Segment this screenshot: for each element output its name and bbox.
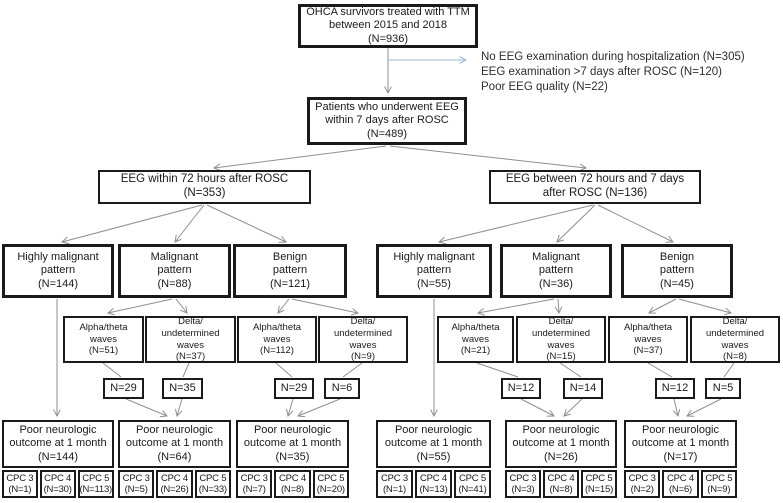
exclusion-list: No EEG examination during hospitalizatio…: [481, 50, 745, 94]
box-alpha-theta-benign-early: Alpha/theta waves (N=112): [237, 316, 317, 363]
cpc5-cell: CPC 5 (N=41): [454, 470, 491, 498]
cpc3-cell: CPC 3 (N=2): [624, 470, 661, 498]
cpc-group-malignant-late: CPC 3 (N=3) CPC 4 (N=8) CPC 5 (N=15): [505, 470, 617, 498]
count-alpha-malignant-early: N=29: [103, 378, 144, 399]
exclusion-item: EEG examination >7 days after ROSC (N=12…: [481, 66, 722, 79]
box-delta-undetermined-benign-early: Delta/ undetermined waves (N=9): [318, 316, 408, 363]
box-ohca-ttm-cohort: OHCA survivors treated with TTM between …: [298, 4, 478, 48]
cpc4-cell: CPC 4 (N=26): [156, 470, 193, 498]
box-outcome-malignant-late: Poor neurologic outcome at 1 month (N=26…: [505, 420, 617, 468]
cpc-group-benign-early: CPC 3 (N=7) CPC 4 (N=8) CPC 5 (N=20): [236, 470, 349, 498]
box-underwent-eeg-7days: Patients who underwent EEG within 7 days…: [307, 97, 467, 145]
box-eeg-within-72h: EEG within 72 hours after ROSC (N=353): [98, 170, 311, 204]
exclusion-item: No EEG examination during hospitalizatio…: [481, 51, 745, 63]
box-highly-malignant-early: Highly malignant pattern (N=144): [2, 244, 114, 298]
box-delta-undetermined-malignant-early: Delta/ undetermined waves (N=37): [145, 316, 236, 363]
box-benign-early: Benign pattern (N=121): [233, 244, 347, 298]
box-delta-undetermined-benign-late: Delta/ undetermined waves (N=8): [690, 316, 780, 363]
box-delta-undetermined-malignant-late: Delta/ undetermined waves (N=15): [516, 316, 606, 363]
count-delta-malignant-early: N=35: [162, 378, 203, 399]
box-malignant-late: Malignant pattern (N=36): [500, 244, 612, 298]
cpc5-cell: CPC 5 (N=15): [581, 470, 617, 498]
cpc3-cell: CPC 3 (N=1): [376, 470, 413, 498]
cpc4-cell: CPC 4 (N=30): [39, 470, 76, 498]
box-alpha-theta-benign-late: Alpha/theta waves (N=37): [608, 316, 688, 363]
cpc4-cell: CPC 4 (N=8): [543, 470, 579, 498]
cpc3-cell: CPC 3 (N=1): [2, 470, 38, 498]
box-alpha-theta-malignant-late: Alpha/theta waves (N=21): [437, 316, 514, 363]
cpc4-cell: CPC 4 (N=6): [662, 470, 699, 498]
count-alpha-benign-late: N=12: [655, 378, 695, 399]
cpc5-cell: CPC 5 (N=9): [700, 470, 737, 498]
box-outcome-benign-early: Poor neurologic outcome at 1 month (N=35…: [236, 420, 349, 468]
cpc3-cell: CPC 3 (N=3): [505, 470, 541, 498]
cpc-group-highly-malignant-late: CPC 3 (N=1) CPC 4 (N=13) CPC 5 (N=41): [376, 470, 491, 498]
cpc5-cell: CPC 5 (N=113): [77, 470, 115, 498]
cpc4-cell: CPC 4 (N=13): [415, 470, 452, 498]
box-outcome-highly-malignant-late: Poor neurologic outcome at 1 month (N=55…: [376, 420, 491, 468]
exclusion-item: Poor EEG quality (N=22): [481, 81, 608, 94]
cpc5-cell: CPC 5 (N=33): [194, 470, 231, 498]
box-outcome-benign-late: Poor neurologic outcome at 1 month (N=17…: [624, 420, 737, 468]
cpc-group-highly-malignant-early: CPC 3 (N=1) CPC 4 (N=30) CPC 5 (N=113): [2, 470, 115, 498]
cpc3-cell: CPC 3 (N=7): [236, 470, 273, 498]
count-alpha-malignant-late: N=12: [501, 378, 541, 399]
count-delta-malignant-late: N=14: [563, 378, 603, 399]
cpc4-cell: CPC 4 (N=8): [274, 470, 311, 498]
count-alpha-benign-early: N=29: [274, 378, 314, 399]
cpc-group-malignant-early: CPC 3 (N=5) CPC 4 (N=26) CPC 5 (N=33): [118, 470, 231, 498]
cpc3-cell: CPC 3 (N=5): [118, 470, 155, 498]
box-outcome-malignant-early: Poor neurologic outcome at 1 month (N=64…: [118, 420, 231, 468]
cpc5-cell: CPC 5 (N=20): [312, 470, 349, 498]
count-delta-benign-early: N=6: [324, 378, 360, 399]
count-delta-benign-late: N=5: [705, 378, 741, 399]
box-malignant-early: Malignant pattern (N=88): [118, 244, 231, 298]
box-highly-malignant-late: Highly malignant pattern (N=55): [376, 244, 492, 298]
box-alpha-theta-malignant-early: Alpha/theta waves (N=51): [63, 316, 144, 363]
cpc-group-benign-late: CPC 3 (N=2) CPC 4 (N=6) CPC 5 (N=9): [624, 470, 737, 498]
box-eeg-72h-to-7d: EEG between 72 hours and 7 days after RO…: [489, 170, 701, 204]
box-benign-late: Benign pattern (N=45): [621, 244, 733, 298]
box-outcome-highly-malignant-early: Poor neurologic outcome at 1 month (N=14…: [2, 420, 114, 468]
